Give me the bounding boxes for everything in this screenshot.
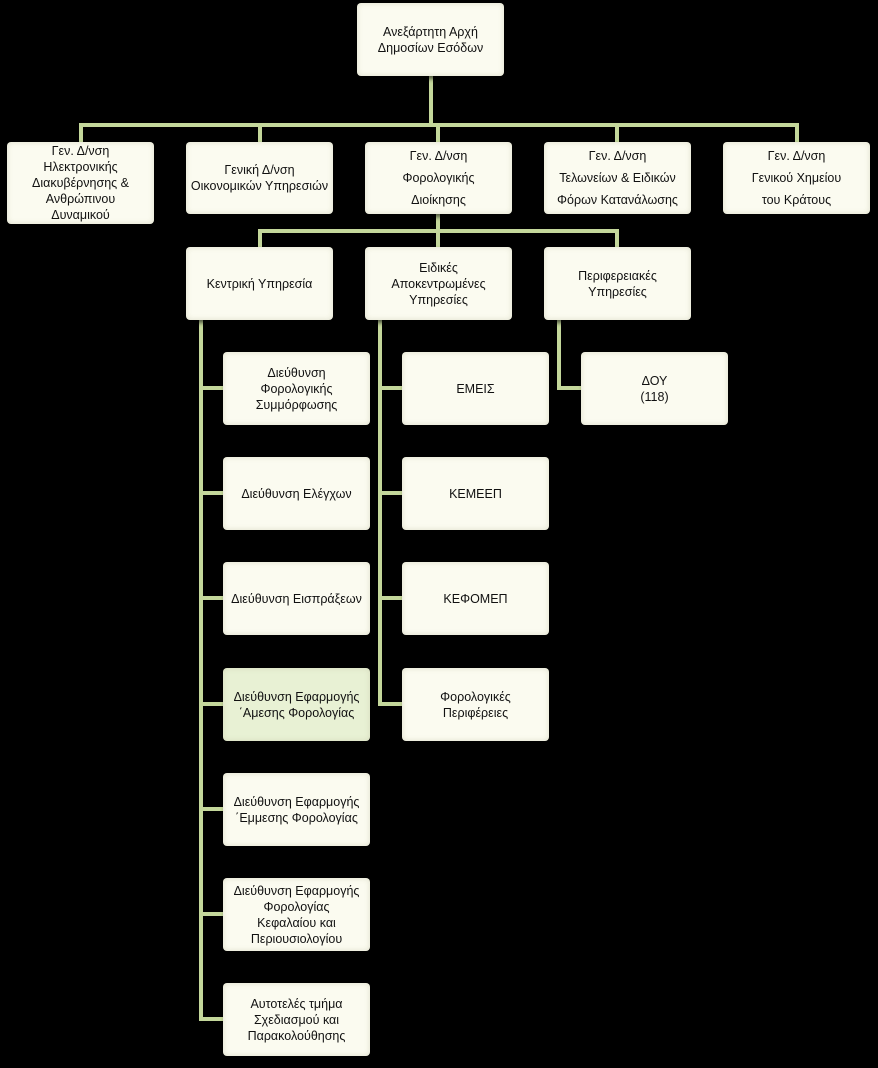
gd-tax-administration-node: Γεν. Δ/νση Φορολογικής Διοίκησης [365, 142, 512, 214]
connector-line [557, 318, 583, 390]
special-service-label: ΕΜΕΙΣ [456, 381, 495, 396]
central-directorate-label: Διεύθυνση Εισπράξεων [231, 591, 362, 606]
central-directorate-node: Διεύθυνση Φορολογικής Συμμόρφωσης [223, 352, 370, 425]
central-directorate-label: Διεύθυνση Εφαρμογής ΄Εμμεσης Φορολογίας [233, 794, 360, 825]
central-service-node: Κεντρική Υπηρεσία [186, 247, 333, 320]
gd-chemistry-node: Γεν. Δ/νση Γενικού Χημείου του Κράτους [723, 142, 870, 214]
central-directorate-label: Διεύθυνση Εφαρμογής Φορολογίας Κεφαλαίου… [233, 883, 360, 946]
special-service-label: Φορολογικές Περιφέρειες [440, 689, 511, 720]
gd-tax-administration-label: Γεν. Δ/νση Φορολογικής Διοίκησης [402, 149, 475, 207]
regional-services-label: Περιφερειακές Υπηρεσίες [578, 268, 657, 299]
special-service-label: ΚΕΦΟΜΕΠ [443, 591, 508, 606]
gd-electronic-governance-label: Γεν. Δ/νση Ηλεκτρονικής Διακυβέρνησης & … [31, 144, 129, 222]
central-directorate-node: Διεύθυνση Εφαρμογής Φορολογίας Κεφαλαίου… [223, 878, 370, 951]
gd-financial-services-node: Γενική Δ/νση Οικονομικών Υπηρεσιών [186, 142, 333, 214]
gd-chemistry-label: Γεν. Δ/νση Γενικού Χημείου του Κράτους [751, 149, 842, 207]
special-service-node: Φορολογικές Περιφέρειες [402, 668, 549, 741]
special-services-label: Ειδικές Αποκεντρωμένες Υπηρεσίες [391, 260, 486, 307]
central-service-label: Κεντρική Υπηρεσία [206, 276, 313, 291]
special-service-node: ΕΜΕΙΣ [402, 352, 549, 425]
regional-services-node: Περιφερειακές Υπηρεσίες [544, 247, 691, 320]
root-node: Ανεξάρτητη Αρχή Δημοσίων Εσόδων [357, 3, 504, 76]
gd-electronic-governance-node: Γεν. Δ/νση Ηλεκτρονικής Διακυβέρνησης & … [7, 142, 154, 224]
central-directorate-node: Διεύθυνση Εισπράξεων [223, 562, 370, 635]
special-service-label: ΚΕΜΕΕΠ [449, 486, 502, 501]
special-service-node: ΚΕΦΟΜΕΠ [402, 562, 549, 635]
central-directorate-label: Διεύθυνση Φορολογικής Συμμόρφωσης [255, 365, 338, 412]
central-directorate-label: Διεύθυνση Ελέγχων [241, 486, 352, 501]
special-services-node: Ειδικές Αποκεντρωμένες Υπηρεσίες [365, 247, 512, 320]
central-directorate-label: Αυτοτελές τμήμα Σχεδιασμού και Παρακολού… [247, 996, 346, 1043]
central-directorate-node: Αυτοτελές τμήμα Σχεδιασμού και Παρακολού… [223, 983, 370, 1056]
root-label: Ανεξάρτητη Αρχή Δημοσίων Εσόδων [377, 24, 484, 55]
gd-customs-label: Γεν. Δ/νση Τελωνείων & Ειδικών Φόρων Κατ… [557, 149, 678, 207]
central-directorate-label: Διεύθυνση Εφαρμογής ΄Αμεσης Φορολογίας [233, 689, 360, 720]
central-directorate-node: Διεύθυνση Ελέγχων [223, 457, 370, 530]
central-directorate-node-highlighted: Διεύθυνση Εφαρμογής ΄Αμεσης Φορολογίας [223, 668, 370, 741]
central-directorate-node: Διεύθυνση Εφαρμογής ΄Εμμεσης Φορολογίας [223, 773, 370, 846]
gd-financial-services-label: Γενική Δ/νση Οικονομικών Υπηρεσιών [190, 163, 329, 193]
special-service-node: ΚΕΜΕΕΠ [402, 457, 549, 530]
tax-office-label: ΔΟΥ (118) [640, 373, 669, 404]
tax-office-node: ΔΟΥ (118) [581, 352, 728, 425]
gd-customs-node: Γεν. Δ/νση Τελωνείων & Ειδικών Φόρων Κατ… [544, 142, 691, 214]
